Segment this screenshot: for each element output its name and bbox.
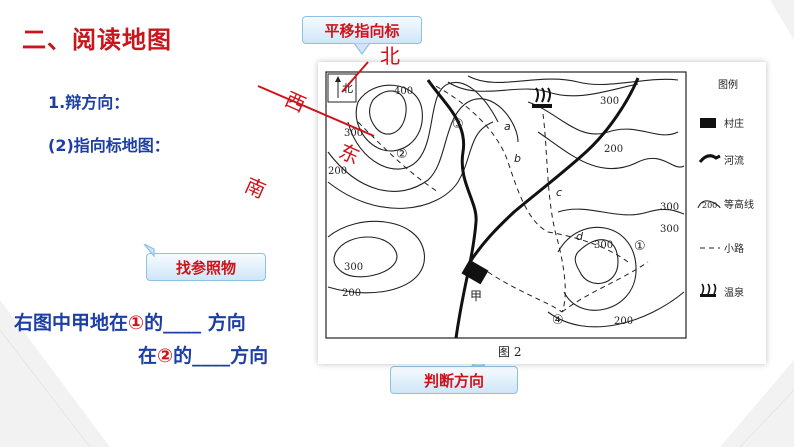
legend-trail: 小路	[724, 242, 744, 255]
legend-hot-spring: 温泉	[724, 286, 744, 299]
map-svg: 北	[325, 71, 754, 359]
question-1-suffix: 的____ 方向	[144, 312, 246, 334]
legend-contour: 等高线	[724, 198, 754, 211]
callout-judge-direction-label: 判断方向	[423, 372, 484, 390]
callout-move-compass-label: 平移指向标	[324, 22, 400, 40]
question-line-2: 在②的____方向	[138, 341, 268, 368]
trail-4	[487, 271, 563, 313]
question-1-prefix: 右图中甲地在	[14, 312, 129, 334]
point-1: ①	[634, 239, 646, 254]
legend-village-icon	[700, 118, 716, 128]
map-legend: 图例 村庄 河流 200 等高线 小路 温泉	[697, 78, 754, 299]
contour-200-hill	[557, 226, 637, 311]
contour-200-a	[327, 98, 519, 192]
letter-c: c	[556, 186, 562, 199]
legend-river: 河流	[724, 154, 744, 167]
legend-village: 村庄	[724, 117, 744, 130]
contour-label-300-a: 300	[344, 128, 363, 139]
hot-spring-icon	[532, 87, 552, 108]
letter-a: a	[504, 120, 511, 133]
north-arrow-head	[335, 76, 341, 82]
point-4: ④	[552, 313, 564, 328]
legend-contour-value: 200	[702, 201, 717, 210]
map-border	[325, 71, 687, 339]
map-caption: 图 2	[498, 345, 521, 359]
question-2-marker: ②	[157, 345, 174, 367]
point-2: ②	[396, 147, 408, 162]
trail-3	[542, 113, 566, 313]
callout-judge-direction: 判断方向	[390, 366, 518, 394]
contour-bottom-right	[547, 291, 685, 328]
contour-top-2	[467, 75, 679, 85]
contour-200-left	[327, 220, 425, 294]
legend-title: 图例	[718, 78, 738, 91]
river-east	[468, 77, 640, 263]
contour-label-400: 400	[394, 86, 413, 97]
topographic-map: 北	[318, 62, 766, 364]
compass-north-south-line	[341, 61, 369, 93]
contour-300-inner	[355, 84, 423, 152]
contour-label-300-mid: 300	[660, 202, 679, 213]
contour-300-mid	[557, 208, 685, 216]
letter-b: b	[514, 152, 521, 165]
trails	[357, 81, 649, 313]
trail-6	[547, 231, 629, 263]
north-marker-box	[327, 73, 357, 103]
contour-200-b	[327, 121, 494, 209]
callout-reference-label: 找参照物	[175, 259, 236, 277]
callout-reference: 找参照物	[146, 253, 266, 281]
contour-label-300-b: 300	[600, 96, 619, 107]
subheading-direction: 1.辩方向：	[48, 93, 130, 112]
contour-300-right	[527, 101, 679, 136]
contour-labels: 400 300 300 200 200 300 300 300 200 300 …	[328, 86, 679, 327]
contour-300-a	[347, 81, 499, 170]
north-marker-label: 北	[342, 82, 353, 95]
question-line-1: 右图中甲地在①的____ 方向	[14, 308, 246, 335]
village-label: 甲	[470, 289, 482, 303]
legend-hot-spring-icon	[700, 283, 717, 297]
trail-1	[427, 81, 549, 233]
legend-river-icon	[698, 154, 721, 163]
question-2-prefix: 在	[138, 345, 158, 367]
point-3: ③	[452, 117, 464, 132]
callout-left-tail	[143, 244, 155, 258]
callout-top-tail	[353, 43, 371, 55]
subheading-compass-map: (2)指向标地图：	[48, 136, 170, 155]
contour-label-200-bottom: 200	[614, 316, 633, 327]
question-1-marker: ①	[128, 312, 145, 334]
contour-300-left	[333, 236, 398, 278]
compass-west-east-line	[257, 85, 375, 137]
callout-move-compass: 平移指向标	[302, 16, 422, 44]
contour-label-200-left: 200	[342, 288, 361, 299]
contour-top-1	[447, 81, 639, 97]
river-west	[426, 79, 478, 339]
question-2-suffix: 的____方向	[173, 345, 269, 367]
legend-contour-icon	[697, 200, 721, 209]
contour-200-right	[537, 131, 685, 170]
contour-label-200-b: 200	[604, 144, 623, 155]
contour-lines	[327, 75, 685, 328]
contour-label-300-hill: 300	[594, 240, 613, 251]
contour-label-200-a: 200	[328, 166, 347, 177]
letter-d: d	[576, 230, 584, 243]
contour-400	[369, 90, 407, 135]
trail-2	[357, 121, 439, 193]
contour-300-hill	[574, 239, 619, 285]
village-icon	[461, 259, 489, 285]
compass-north-label: 北	[380, 44, 400, 68]
trail-5	[561, 261, 649, 313]
contour-label-300-right: 300	[660, 224, 679, 235]
river	[426, 77, 640, 339]
contour-label-300-left: 300	[344, 262, 363, 273]
slide-title: 二、阅读地图	[22, 26, 172, 54]
